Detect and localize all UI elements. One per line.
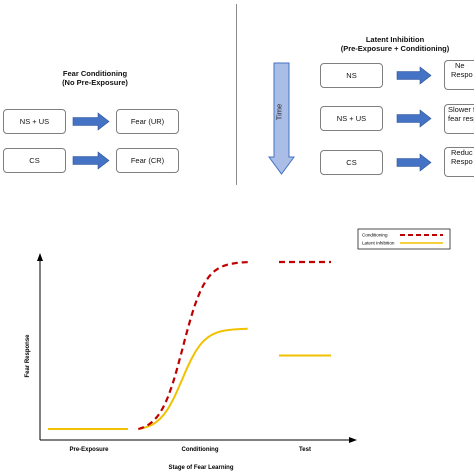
right-panel-title: Latent Inhibition (Pre-Exposure + Condit… — [320, 35, 470, 53]
right-response-2-line2: fear resp — [448, 114, 474, 123]
right-title-line1: Latent Inhibition — [365, 35, 425, 44]
right-stimulus-box-1: NS — [320, 63, 383, 88]
tick-label-conditioning: Conditioning — [182, 447, 219, 453]
chart-legend: Conditioning Latent Inhibition — [357, 228, 451, 250]
conditioning-curve — [138, 260, 251, 431]
right-arrow-1 — [396, 66, 432, 85]
y-axis-arrowhead — [37, 253, 43, 261]
left-panel-title: Fear Conditioning (No Pre-Exposure) — [40, 69, 150, 87]
left-title-line2: (No Pre-Exposure) — [62, 78, 128, 87]
right-response-3-line1: Reduc — [451, 148, 473, 157]
right-response-2-line1: Slower f — [448, 105, 474, 114]
right-response-1-line2: Respo — [451, 70, 473, 79]
left-title-line1: Fear Conditioning — [62, 69, 128, 78]
x-axis-label: Stage of Fear Learning — [168, 465, 233, 471]
right-title-line2: (Pre-Exposure + Conditioning) — [340, 44, 450, 53]
left-stimulus-box-1: NS + US — [3, 109, 66, 134]
right-response-box-1: Ne Respo — [444, 60, 474, 90]
x-axis-arrowhead — [349, 437, 357, 443]
time-arrow — [268, 62, 295, 175]
left-arrow-1 — [72, 112, 110, 131]
right-arrow-3 — [396, 153, 432, 172]
left-arrow-2 — [72, 151, 110, 170]
right-arrow-2 — [396, 109, 432, 128]
left-response-box-2: Fear (CR) — [116, 148, 179, 173]
legend-label-latent-inhibition: Latent Inhibition — [362, 241, 395, 246]
right-stimulus-box-2: NS + US — [320, 106, 383, 131]
y-axis-label: Fear Response — [25, 334, 31, 378]
latent-inhibition-conditioning-curve — [138, 327, 248, 430]
left-stimulus-box-2: CS — [3, 148, 66, 173]
top-arrows: Time — [72, 62, 432, 175]
right-response-1-line1: Ne — [455, 61, 465, 70]
tick-label-pre-exposure: Pre-Exposure — [69, 447, 109, 453]
time-arrow-label: Time — [275, 104, 284, 120]
panel-divider — [236, 4, 237, 185]
left-response-box-1: Fear (UR) — [116, 109, 179, 134]
right-response-box-2: Slower f fear resp — [444, 104, 474, 134]
right-response-3-line2: Respo — [451, 157, 473, 166]
right-stimulus-box-3: CS — [320, 150, 383, 175]
right-response-box-3: Reduc Respo — [444, 147, 474, 177]
legend-label-conditioning: Conditioning — [362, 233, 388, 238]
tick-label-test: Test — [299, 447, 311, 453]
